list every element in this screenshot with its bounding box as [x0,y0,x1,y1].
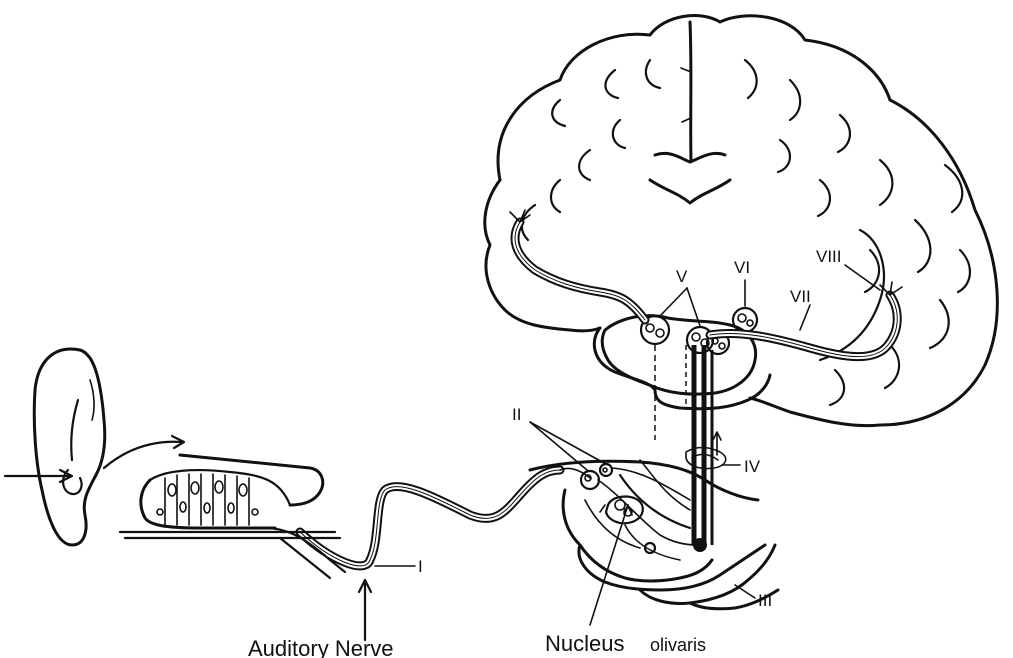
brain-outline [485,16,998,426]
label-iii: III [758,591,772,610]
label-nucleus: Nucleus [545,631,624,656]
label-ii: II [512,405,521,424]
label-vii: VII [790,287,811,306]
auditory-nerve-tract [300,468,590,565]
label-auditory-nerve: Auditory Nerve [248,636,394,658]
relay-nuclei-ii [581,464,612,489]
outer-ear [34,349,104,545]
sound-arrow-curved [104,436,184,468]
hair-cells [157,474,258,525]
medulla-pons [530,461,778,608]
label-olivaris: olivaris [650,635,706,655]
label-iv: IV [744,457,761,476]
label-i: I [418,557,423,576]
label-viii: VIII [816,247,842,266]
tract-to-left-cortex [510,210,645,320]
midbrain-block [602,316,755,395]
cochlea [120,455,345,578]
relay-nucleus-vi [733,308,757,332]
label-v: V [676,267,688,286]
label-vi: VI [734,258,750,277]
